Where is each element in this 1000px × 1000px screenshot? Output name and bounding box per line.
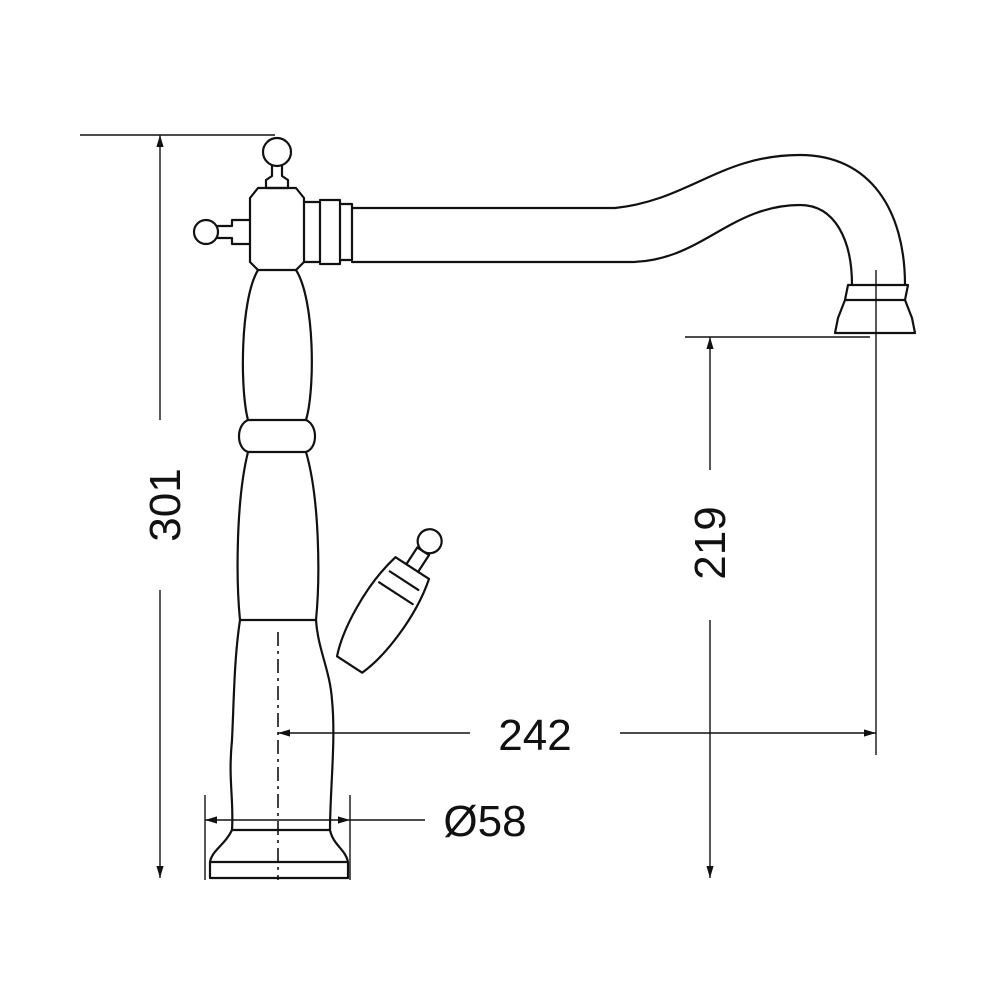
lever-grip (335, 556, 431, 674)
dimension-label-219: 219 (686, 506, 735, 579)
faucet-outline (192, 136, 917, 880)
lower-column (236, 450, 320, 622)
dimension-label-301: 301 (141, 468, 190, 541)
dimension-label-242: 242 (498, 711, 571, 760)
top-knob (261, 136, 293, 168)
upper-column (241, 268, 313, 422)
dimension-242: 242 (278, 270, 877, 760)
side-knob-stem (216, 218, 252, 246)
spout-outer (350, 153, 907, 287)
spout-inner (350, 203, 854, 287)
dimension-58: Ø58 (204, 795, 527, 880)
lever-neck (405, 546, 431, 573)
spout-rings (302, 198, 354, 266)
aerator (833, 283, 917, 335)
lever-bands (378, 570, 420, 606)
base-flange (208, 828, 350, 880)
top-knob-stem (264, 164, 290, 190)
lever-knob (416, 528, 443, 555)
middle-ring (237, 418, 317, 454)
dimension-label-diameter: Ø58 (443, 797, 526, 846)
dimension-301: 301 (80, 134, 275, 878)
base-body (229, 618, 335, 832)
dimension-219: 219 (685, 336, 870, 878)
side-knob (192, 218, 220, 246)
collar (248, 186, 306, 272)
lever-handle (335, 528, 443, 674)
